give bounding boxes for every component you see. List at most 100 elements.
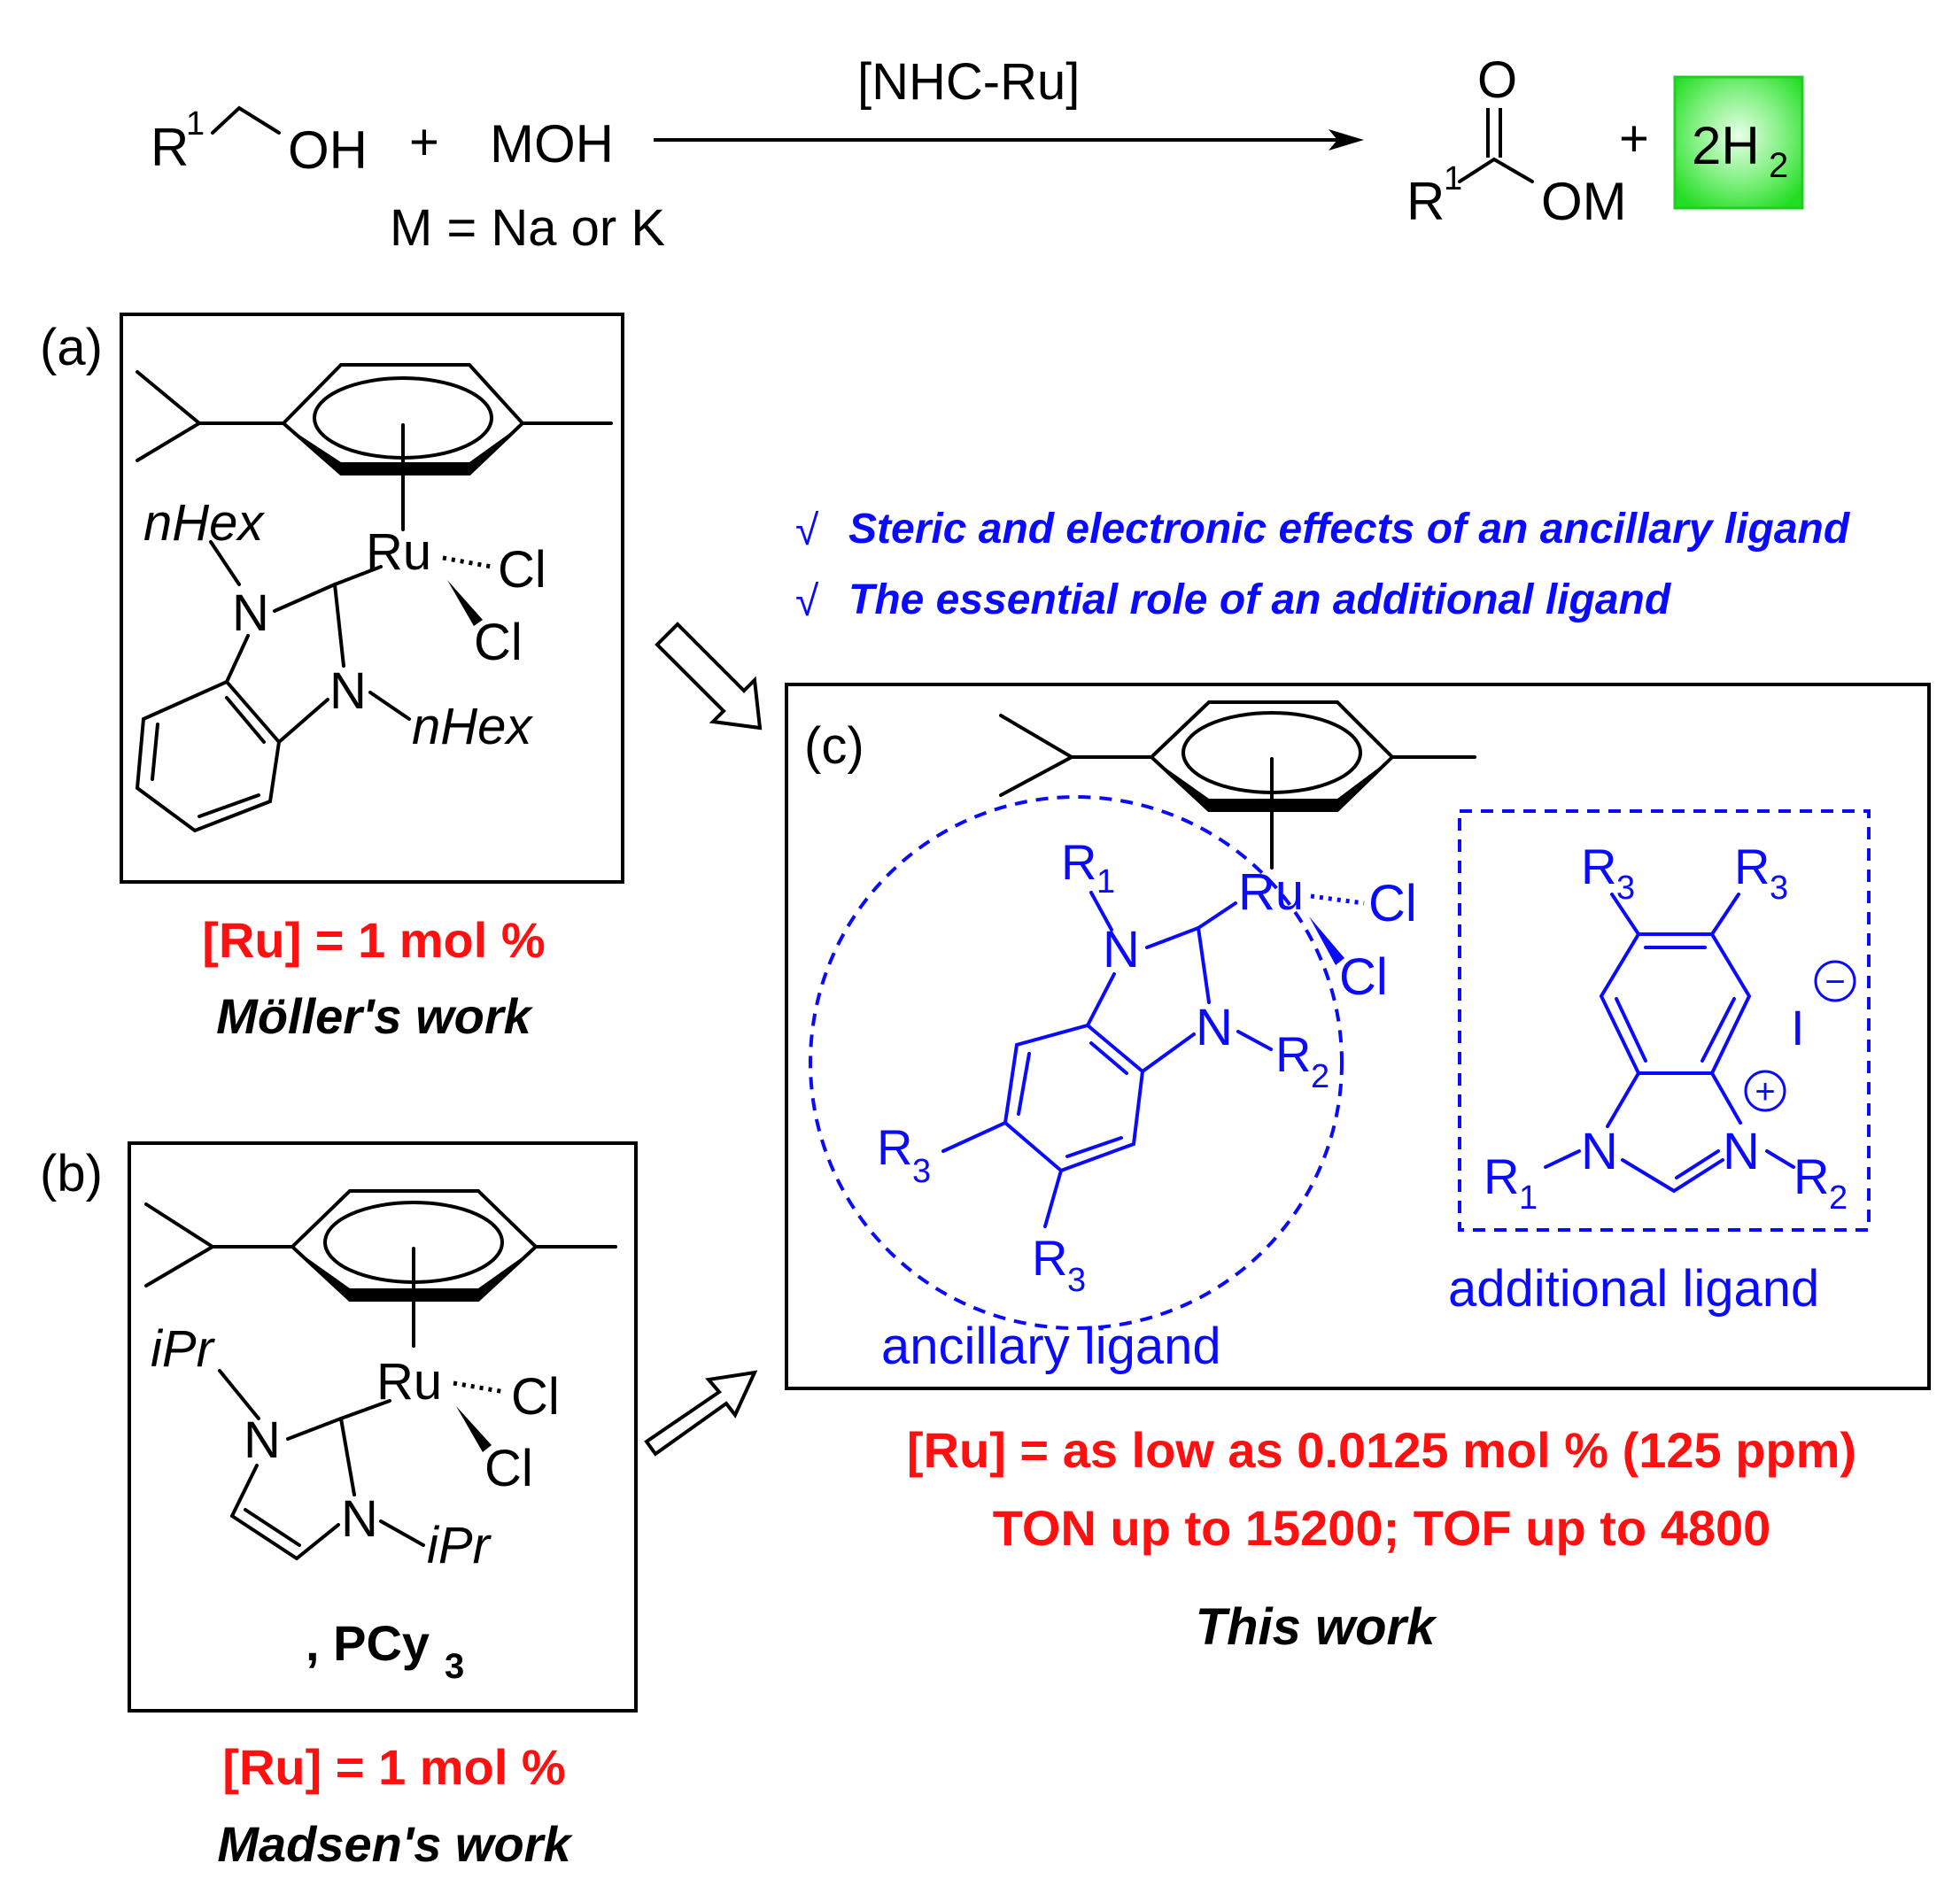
- note-line-1: Steric and electronic effects of an anci…: [848, 506, 1851, 553]
- ru-atom-c: Ru: [1238, 863, 1304, 921]
- pcy3-subscript: 3: [445, 1647, 464, 1686]
- ru-cl-wedge-bond-c: [1309, 916, 1344, 965]
- nitrogen-2-b: N: [341, 1490, 378, 1548]
- panel-c-loading: [Ru] = as low as 0.0125 mol % (125 ppm): [907, 1422, 1856, 1478]
- r3b-bond: [1043, 1169, 1063, 1228]
- reaction-arrow-head: [1329, 129, 1364, 151]
- ancillary-ligand-dashed-circle: [809, 795, 1344, 1330]
- product-carbonyl-o: O: [1477, 51, 1517, 109]
- n1-ring-bond-c: [1086, 972, 1116, 1027]
- benzo-double-2: [198, 793, 260, 818]
- r3a-substituent: R: [877, 1119, 912, 1175]
- carbene-bonds: [273, 565, 383, 613]
- r1-subscript: 1: [1096, 863, 1115, 901]
- ipr-top: iPr: [151, 1320, 216, 1378]
- carbene-n2-bond-c: [1197, 926, 1211, 1004]
- benzo-double-2-c: [1065, 1136, 1123, 1158]
- panel-c-box: [785, 683, 1931, 1390]
- h2-subscript: 2: [1769, 146, 1788, 185]
- note-line-2: The essential role of an additional liga…: [848, 576, 1672, 623]
- panel-c: (c) Ru Cl Cl R 1 N N R 2 R 3: [785, 683, 1931, 1656]
- n2-r2-bond: [1236, 1030, 1273, 1051]
- base-moh: MOH: [490, 114, 614, 174]
- add-n2-ring-bond: [1710, 1071, 1742, 1125]
- add-r3a-subscript: 3: [1616, 870, 1635, 907]
- add-imidazolium-double: [1675, 1149, 1720, 1179]
- add-r3b-subscript: 3: [1770, 870, 1788, 907]
- additional-ligand-label: additional ligand: [1448, 1260, 1819, 1318]
- arene-front-edge-c: [1160, 764, 1383, 810]
- benzo-double-1: [225, 696, 266, 744]
- plus-sign-1: +: [409, 113, 439, 171]
- arene-front-edge-b: [301, 1254, 527, 1300]
- add-imidazolium-c2: [1621, 1158, 1724, 1194]
- panel-a-box: [120, 313, 624, 884]
- add-benzo-double-2: [1700, 997, 1736, 1063]
- check-mark-1: √: [795, 507, 819, 554]
- panel-c-ton-tof: TON up to 15200; TOF up to 4800: [993, 1500, 1771, 1556]
- nitrogen-1-c: N: [1103, 921, 1140, 978]
- panel-a-loading: [Ru] = 1 mol %: [202, 912, 545, 968]
- catalyst-label: [NHC-Ru]: [857, 53, 1080, 111]
- imidazole-backbone: [230, 1514, 340, 1561]
- panel-c-credit: This work: [1196, 1598, 1437, 1656]
- r3b-subscript: 3: [1067, 1262, 1086, 1299]
- n1-r1-bond: [1089, 891, 1113, 932]
- add-n2-r2-bond: [1765, 1149, 1795, 1169]
- panel-c-label: (c): [804, 717, 864, 775]
- add-n1-ring-bond: [1606, 1071, 1640, 1128]
- nitrogen-1: N: [232, 584, 269, 642]
- arene-front-edge: [292, 430, 514, 474]
- panel-b-credit: Madsen's work: [217, 1816, 573, 1872]
- nhex-top: nHex: [143, 494, 265, 552]
- n1-nhex-bond: [209, 540, 241, 586]
- panel-a: (a) Ru Cl Cl nHex N N nHex [Ru] = 1 mol …: [40, 313, 624, 1044]
- r2-substituent: R: [1275, 1026, 1311, 1082]
- ipr-bottom: iPr: [427, 1517, 492, 1574]
- add-r1-subscript: 1: [1519, 1179, 1538, 1217]
- n1-ring-bond-b: [230, 1464, 259, 1518]
- r3a-bond: [941, 1121, 1007, 1153]
- h2-highlight-box: [1673, 75, 1804, 210]
- n2-nhex-bond: [368, 691, 411, 721]
- carbene-n2-bond-b: [339, 1417, 356, 1496]
- product-om: OM: [1541, 172, 1627, 231]
- nitrogen-2: N: [329, 662, 367, 720]
- product-r-superscript: 1: [1444, 160, 1462, 197]
- add-benzo-double-3: [1615, 997, 1647, 1063]
- add-r2-subscript: 2: [1829, 1179, 1848, 1217]
- ru-atom: Ru: [366, 523, 431, 581]
- ru-cl-hashed-bond-b: [453, 1380, 506, 1395]
- reactant-r-superscript: 1: [186, 105, 205, 143]
- open-arrow-a-to-c: [655, 622, 763, 731]
- panel-b-loading: [Ru] = 1 mol %: [222, 1739, 565, 1795]
- chloride-1-b: Cl: [511, 1368, 560, 1426]
- add-r3b-bond: [1710, 893, 1740, 936]
- nhex-bottom: nHex: [412, 698, 533, 755]
- design-notes: √ Steric and electronic effects of an an…: [795, 506, 1851, 625]
- reaction-equation: R 1 OH + MOH M = Na or K [NHC-Ru] O R 1 …: [151, 51, 1804, 257]
- check-mark-2: √: [795, 578, 819, 625]
- isopropyl-bonds-c: [999, 714, 1076, 797]
- panel-a-credit: Möller's work: [216, 988, 533, 1044]
- n2-ipr-bond: [379, 1519, 425, 1547]
- panel-b-box: [128, 1141, 638, 1713]
- benzo-double-1-c: [1089, 1041, 1128, 1075]
- add-benzo-ring: [1599, 932, 1752, 1075]
- panel-a-label: (a): [40, 319, 103, 376]
- n1-ipr-bond: [218, 1369, 260, 1420]
- n2-ring-bond-c: [1141, 1032, 1196, 1073]
- add-r3a-substituent: R: [1581, 839, 1616, 894]
- add-r1-substituent: R: [1484, 1148, 1519, 1204]
- r2-subscript: 2: [1311, 1058, 1329, 1095]
- chloride-2-b: Cl: [484, 1440, 533, 1497]
- add-nitrogen-2: N: [1723, 1123, 1760, 1180]
- plus-sign-2: +: [1619, 110, 1649, 167]
- panel-b-label: (b): [40, 1145, 103, 1202]
- carbene-n2-bond: [333, 583, 345, 668]
- pcy3-ligand: , PCy: [306, 1615, 430, 1671]
- ru-cl-hashed-bond-c: [1310, 893, 1365, 906]
- benzo-ring-c: [1003, 1023, 1145, 1173]
